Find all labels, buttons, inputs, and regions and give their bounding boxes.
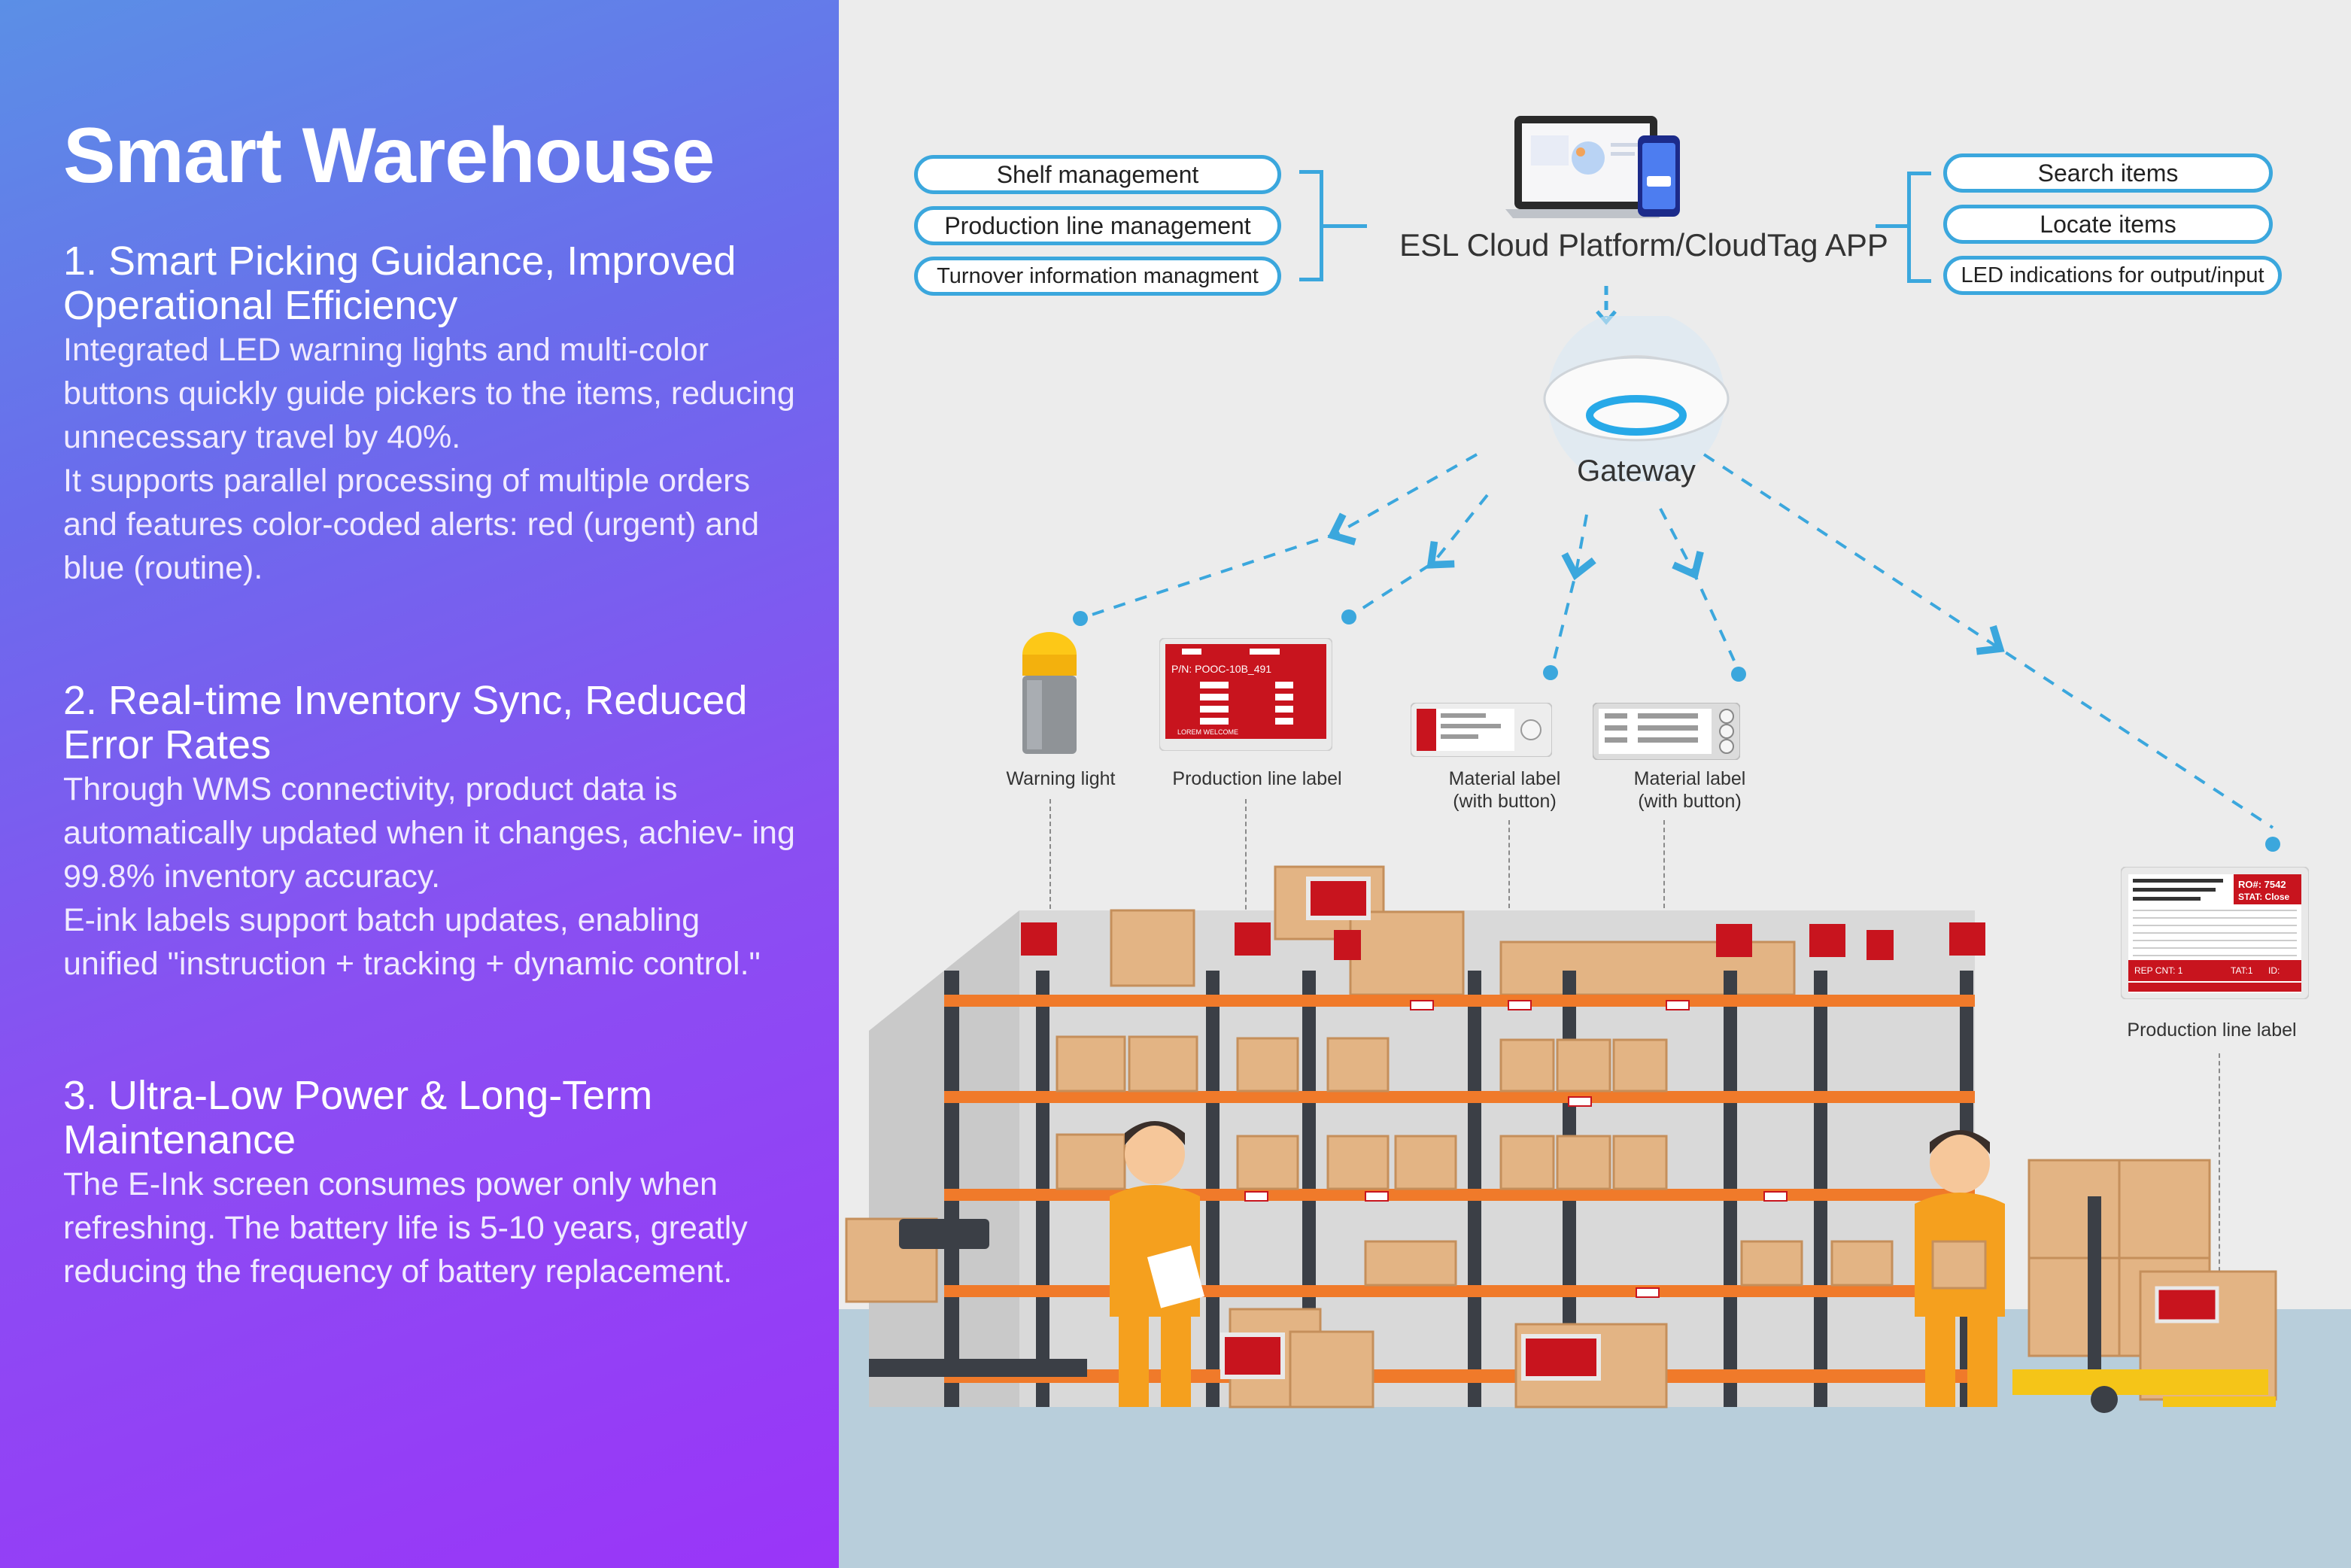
page-title: Smart Warehouse bbox=[63, 112, 715, 199]
production-label-1-screen: P/N: POOC-10B_491 LOREM WELCOME bbox=[1159, 638, 1332, 751]
worker-1 bbox=[1110, 1121, 1205, 1407]
section-inventory: 2. Real-time Inventory Sync, Reduced Err… bbox=[63, 679, 800, 986]
left-connector bbox=[1323, 224, 1367, 228]
worker-2 bbox=[1915, 1130, 2005, 1407]
ro-number: RO#: 7542 bbox=[2238, 879, 2286, 890]
section-heading: 2. Real-time Inventory Sync, Reduced Err… bbox=[63, 678, 748, 767]
material-label-1-screen bbox=[1411, 703, 1552, 757]
rep-count: REP CNT: 1 bbox=[2134, 965, 2183, 976]
gateway-label: Gateway bbox=[1577, 454, 1696, 488]
signal-lines bbox=[1073, 453, 2280, 852]
production-label-pn: P/N: POOC-10B_491 bbox=[1171, 663, 1271, 675]
warehouse-scene bbox=[845, 865, 2277, 1413]
turnover-information-pill: Turnover information managment bbox=[914, 257, 1281, 296]
section-heading: 1. Smart Picking Guidance, Improved Oper… bbox=[63, 239, 737, 328]
section-body: The E-Ink screen consumes power only whe… bbox=[63, 1166, 748, 1290]
search-items-pill: Search items bbox=[1943, 153, 2273, 193]
drop-line bbox=[1508, 820, 1510, 992]
material-label-2: Material label (with button) bbox=[1633, 768, 1746, 812]
shelf-management-pill: Shelf management bbox=[914, 155, 1281, 194]
section-body: Integrated LED warning lights and multi-… bbox=[63, 332, 795, 586]
section-picking: 1. Smart Picking Guidance, Improved Oper… bbox=[63, 239, 800, 590]
locate-items-pill: Locate items bbox=[1943, 205, 2273, 244]
tat-value: TAT:1 bbox=[2231, 965, 2253, 976]
production-line-label-1: Production line label bbox=[1172, 768, 1342, 789]
warning-light-label: Warning light bbox=[1006, 768, 1116, 789]
section-heading: 3. Ultra-Low Power & Long-Term Maintenan… bbox=[63, 1073, 653, 1162]
laptop-phone-icon bbox=[1505, 116, 1680, 218]
material-label-1: Material label (with button) bbox=[1448, 768, 1561, 812]
led-indications-pill: LED indications for output/input bbox=[1943, 256, 2282, 295]
drop-line bbox=[2219, 1053, 2220, 1279]
id-value: ID: bbox=[2268, 965, 2280, 976]
stat-value: STAT: Close bbox=[2238, 892, 2290, 902]
section-body: Through WMS connectivity, product data i… bbox=[63, 771, 795, 982]
production-line-label-2: Production line label bbox=[2127, 1020, 2297, 1041]
info-panel: Smart Warehouse 1. Smart Picking Guidanc… bbox=[0, 0, 839, 1568]
material-label-2-screen bbox=[1593, 703, 1740, 760]
production-label-footer: LOREM WELCOME bbox=[1177, 728, 1238, 736]
production-line-management-pill: Production line management bbox=[914, 206, 1281, 245]
platform-label: ESL Cloud Platform/CloudTag APP bbox=[1399, 227, 1888, 263]
system-diagram: Shelf management Production line managem… bbox=[839, 0, 2351, 1568]
right-connector bbox=[1876, 224, 1907, 228]
drop-line bbox=[1663, 820, 1665, 992]
drop-line bbox=[1049, 799, 1051, 909]
section-power: 3. Ultra-Low Power & Long-Term Maintenan… bbox=[63, 1074, 800, 1293]
right-bracket bbox=[1907, 172, 1931, 283]
production-label-2-screen: RO#: 7542 STAT: Close REP CNT: 1 TAT:1 I… bbox=[2121, 867, 2309, 999]
left-bracket bbox=[1299, 170, 1323, 281]
warning-light-icon bbox=[1022, 632, 1077, 754]
gateway-icon bbox=[1543, 316, 1730, 482]
